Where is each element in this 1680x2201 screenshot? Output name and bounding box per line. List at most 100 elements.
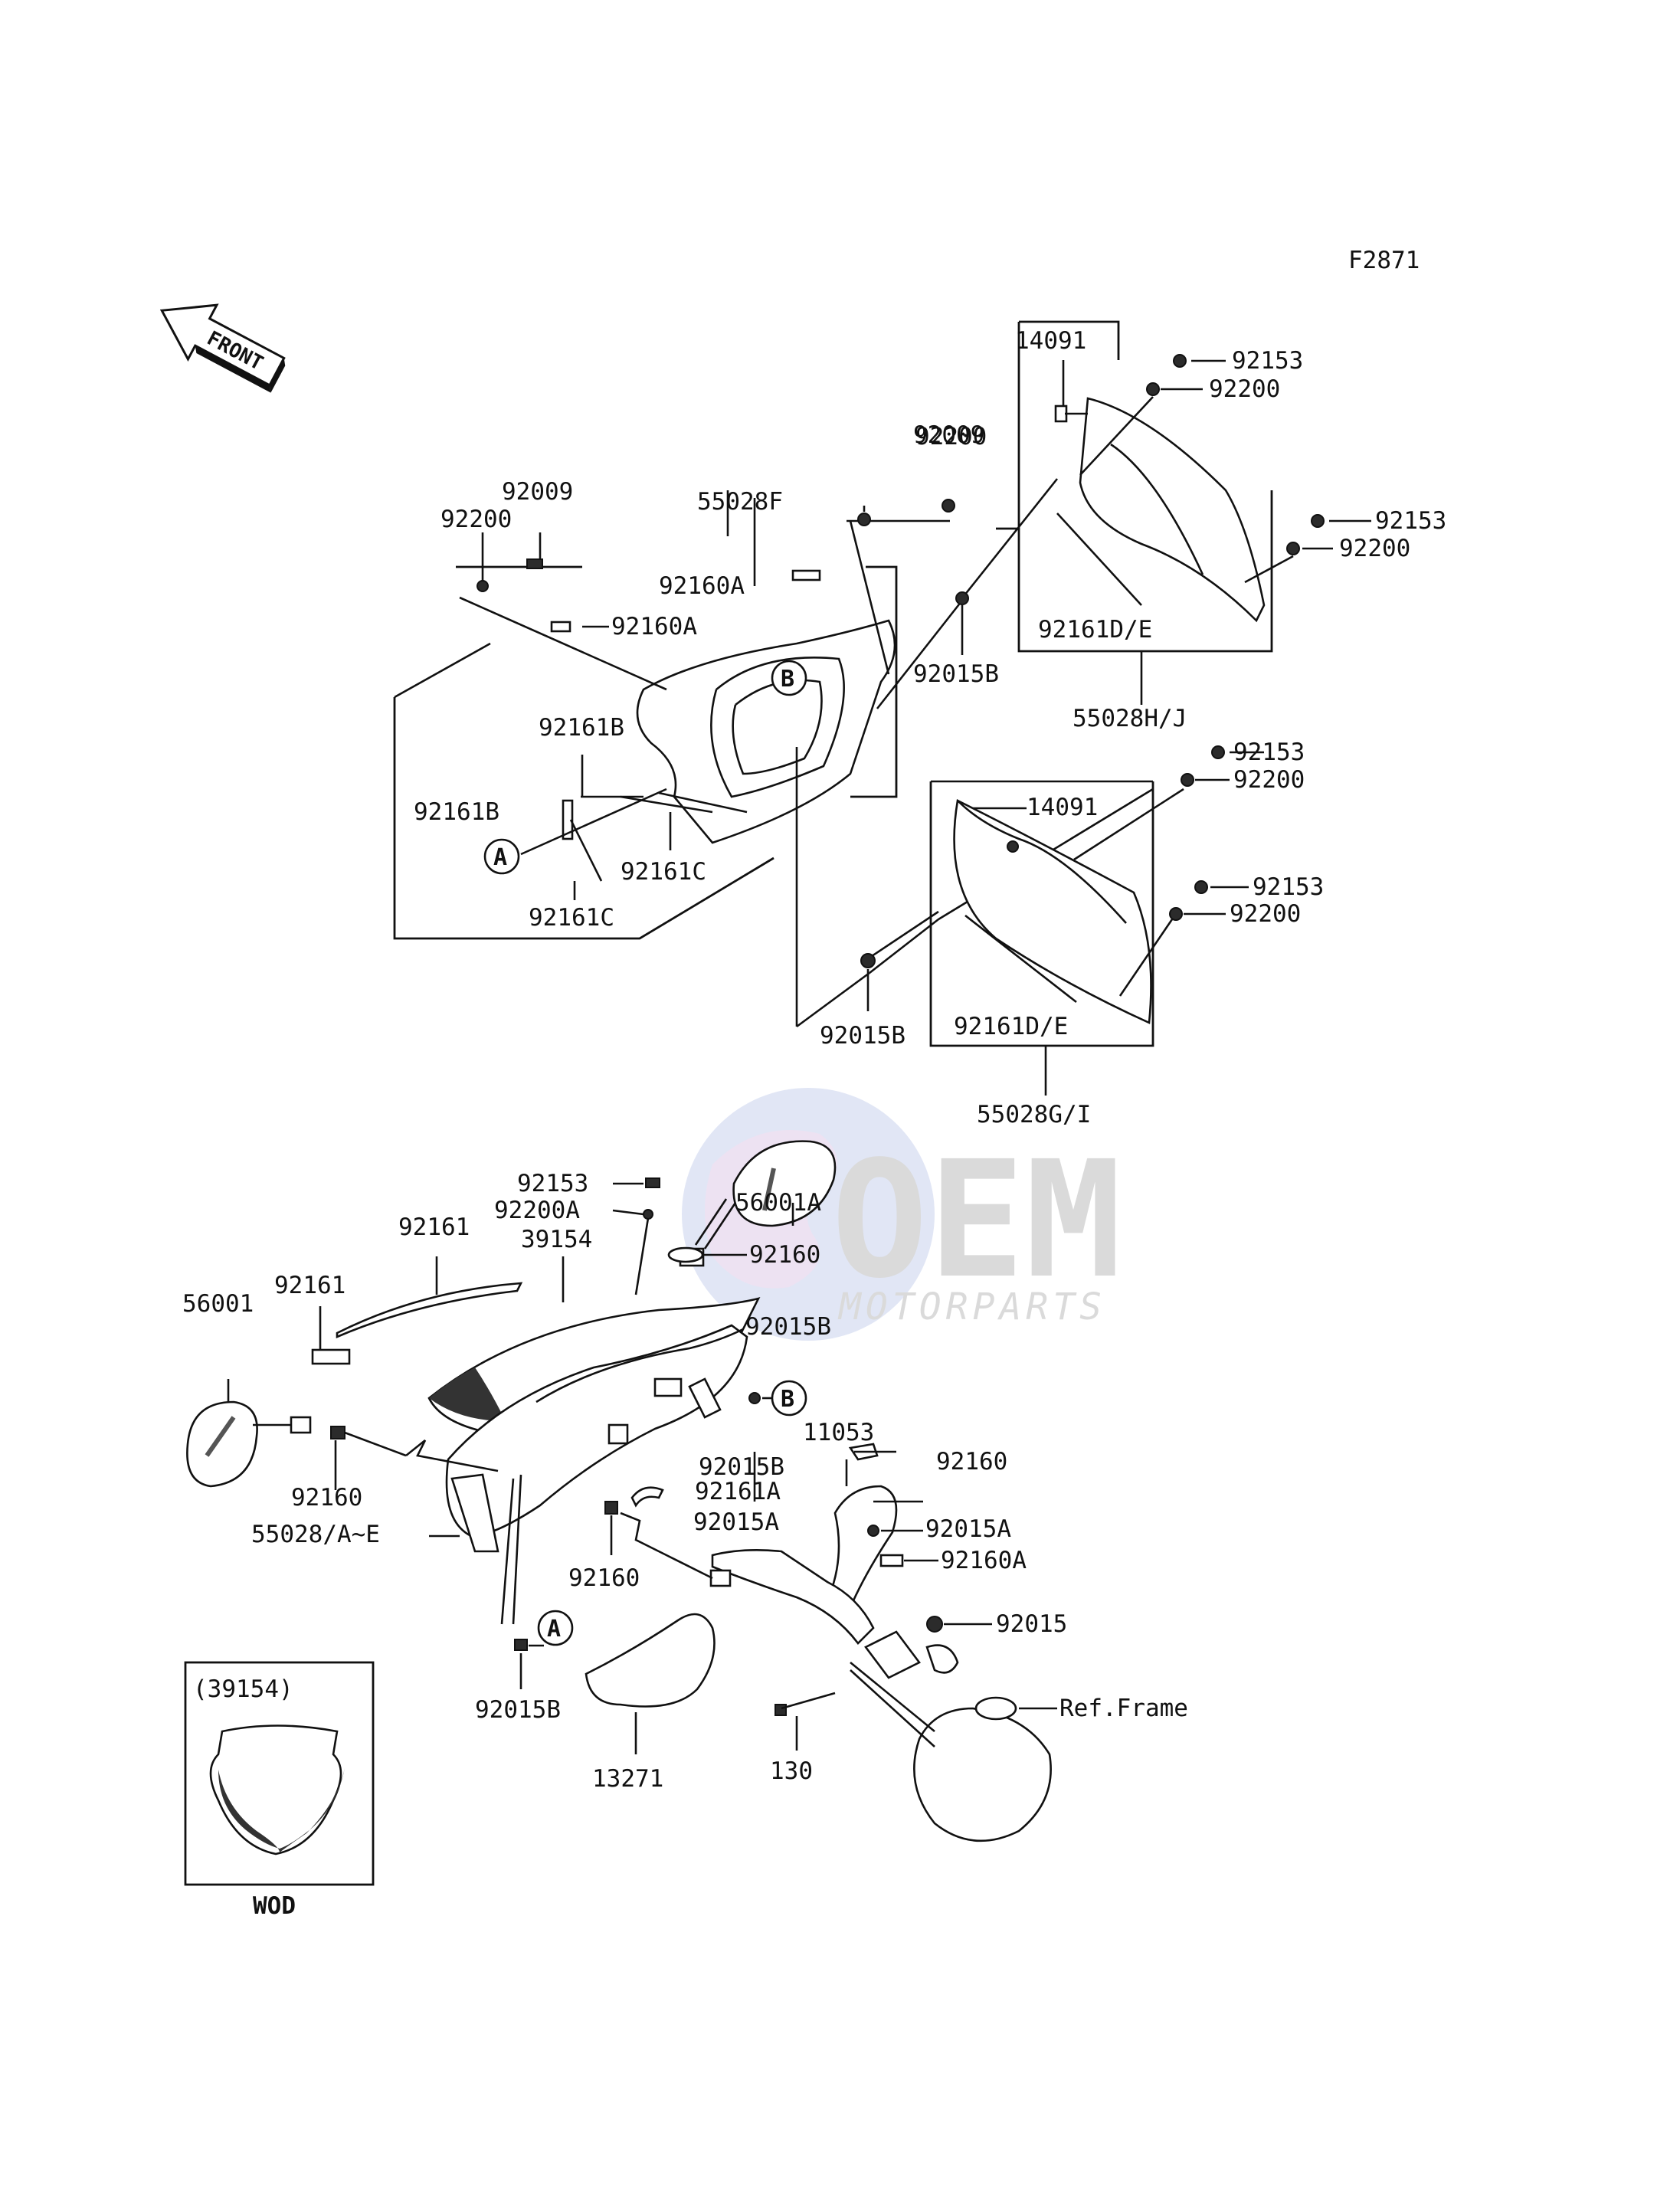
grommet-icon (860, 953, 876, 968)
label-92161c: 92161C (621, 858, 706, 886)
label-92009: 92009 (913, 421, 984, 449)
washer-icon (643, 1209, 653, 1220)
windshield-panel-hj (1079, 397, 1266, 623)
label-13271: 13271 (592, 1765, 663, 1793)
label-92161c: 92161C (529, 904, 614, 932)
label-39154: 39154 (521, 1226, 592, 1253)
label-ref-frame: Ref.Frame (1059, 1695, 1188, 1722)
inner-cover-panel (636, 619, 896, 844)
label-92200: 92200 (1209, 375, 1280, 403)
windshield-panel-gi (953, 799, 1152, 1024)
label-55028h-j: 55028H/J (1073, 705, 1187, 732)
label-92015: 92015 (996, 1610, 1067, 1638)
stay-frame (711, 1549, 875, 1645)
watermark: OEM MOTORPARTS (682, 1088, 1122, 1341)
mirror-right (732, 1140, 837, 1227)
label-55028g-i: 55028G/I (977, 1101, 1091, 1128)
grommet-icon (955, 591, 969, 605)
label-130: 130 (770, 1757, 813, 1785)
label-55028-a-e: 55028/A~E (251, 1521, 380, 1548)
watermark-brand: OEM (831, 1126, 1122, 1314)
bolt-icon (775, 1704, 787, 1716)
marker-b-letter: B (781, 1386, 794, 1413)
label-92161b: 92161B (414, 798, 499, 826)
lower-assembly (186, 1140, 1057, 1842)
marker-a-letter: A (493, 844, 507, 871)
grommet-icon (330, 1426, 345, 1439)
clip-92160a (879, 1554, 904, 1567)
washer-icon (857, 513, 871, 526)
clip-14091 (1054, 404, 1068, 423)
label-92160: 92160 (936, 1448, 1007, 1476)
trim-strip (964, 914, 1077, 1004)
grommet-icon (514, 1639, 528, 1651)
bolt-icon (1173, 354, 1187, 368)
grommet-icon (604, 1501, 618, 1515)
marker-a-lower: A (537, 1610, 574, 1646)
label-92161: 92161 (274, 1272, 345, 1299)
inset-frame (184, 1661, 375, 1886)
bolt-icon (1211, 745, 1225, 759)
strip-92161b (562, 799, 574, 840)
label-92015b: 92015B (475, 1696, 561, 1724)
guard-13271 (585, 1613, 716, 1708)
bracket-11053 (822, 1485, 898, 1618)
figure-code: F2871 (1348, 247, 1420, 274)
washer-icon (1181, 773, 1194, 787)
bolt-icon (526, 558, 543, 569)
windshield-right-group (960, 320, 1371, 705)
label-55028f: 55028F (697, 488, 783, 516)
label-92153: 92153 (1232, 347, 1303, 375)
mirror-left (186, 1400, 258, 1488)
label-92015a: 92015A (925, 1515, 1011, 1543)
inner-cover-group (393, 490, 1154, 1028)
label-92200: 92200 (1230, 900, 1301, 928)
strip-92161a (630, 1486, 664, 1508)
inset-windscreen (209, 1724, 342, 1855)
bolt-icon (867, 1525, 879, 1537)
watermark-sub: MOTORPARTS (837, 1286, 1106, 1328)
nut-icon (926, 1616, 943, 1633)
bolt-icon (1311, 514, 1325, 528)
bolt-icon (645, 1177, 660, 1188)
front-arrow-icon: FRONT (159, 303, 286, 393)
windshield-left-group (860, 745, 1264, 1096)
label-92015a: 92015A (693, 1508, 779, 1536)
clip-92160a (791, 569, 821, 581)
label-92015b: 92015B (699, 1453, 784, 1481)
washer-icon (1286, 542, 1300, 555)
inset-title: (39154) (193, 1675, 293, 1703)
inset-windscreen-shade (218, 1768, 345, 1852)
marker-b-letter: B (781, 666, 794, 693)
label-92161d-e: 92161D/E (1038, 616, 1152, 644)
label-11053: 11053 (803, 1419, 874, 1446)
washer-icon (1169, 907, 1183, 921)
label-92153: 92153 (1375, 507, 1446, 535)
marker-b: B (771, 660, 807, 696)
label-92161d-e: 92161D/E (954, 1013, 1068, 1040)
label-14091: 14091 (1027, 794, 1098, 821)
grommet-92160 (667, 1246, 704, 1263)
strip-92161-small (311, 1348, 351, 1365)
trim-strip (1056, 513, 1142, 606)
label-92160a: 92160A (611, 613, 697, 640)
marker-a-letter: A (547, 1616, 561, 1643)
label-92015b: 92015B (913, 660, 999, 688)
label-92153: 92153 (1253, 873, 1324, 901)
marker-b-lower: B (771, 1380, 807, 1417)
clip-92160a (550, 621, 571, 633)
inset-box: (39154) WOD (184, 1661, 375, 1920)
label-92160a: 92160A (659, 572, 745, 600)
label-92160: 92160 (749, 1241, 820, 1269)
label-92009: 92009 (502, 478, 573, 506)
label-92161b: 92161B (539, 714, 624, 742)
label-92153: 92153 (517, 1170, 588, 1197)
label-92160: 92160 (291, 1484, 362, 1512)
washer-icon (1146, 382, 1160, 396)
label-92200: 92200 (440, 506, 512, 533)
bolt-icon (1194, 880, 1208, 894)
label-92161a: 92161A (695, 1478, 781, 1505)
label-92200: 92200 (1233, 766, 1305, 794)
